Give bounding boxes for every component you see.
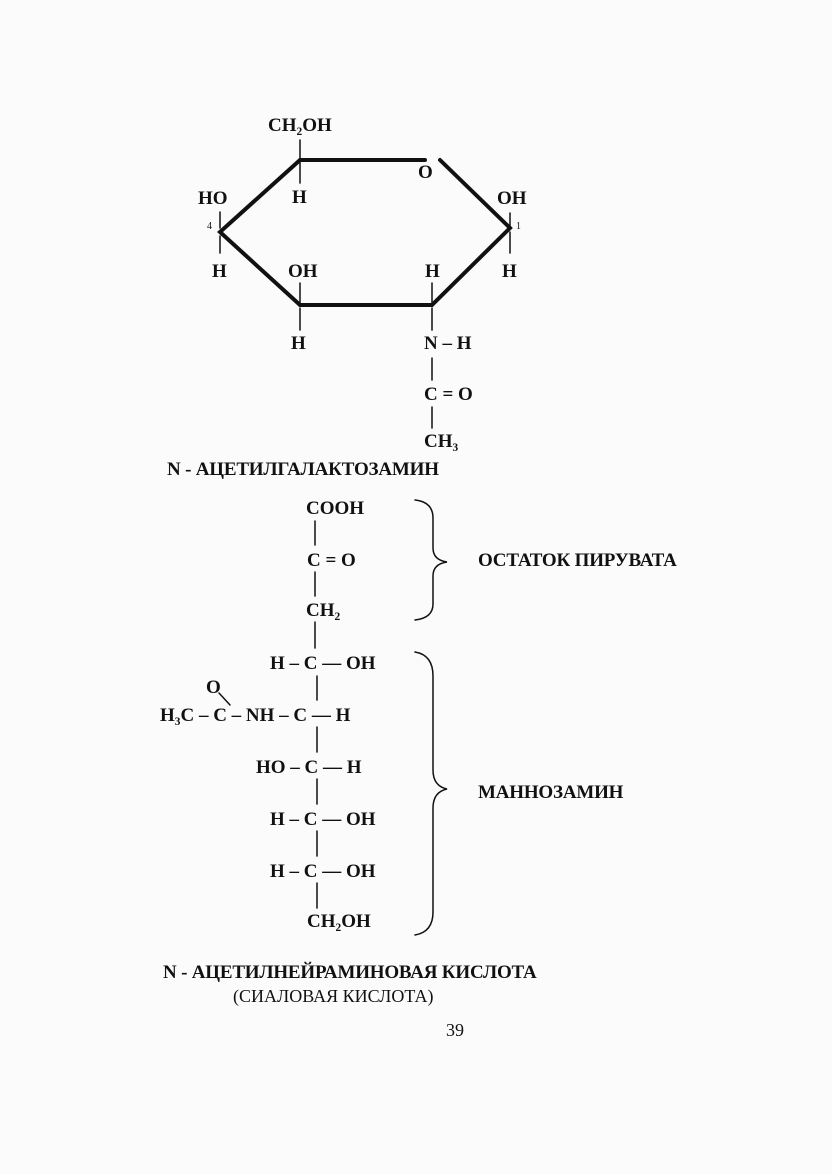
row3-label: HO – C — H [256, 757, 362, 778]
ring-bonds [217, 158, 513, 307]
c2-h-label: H [425, 261, 440, 282]
ch2-label: CH₂ [306, 600, 341, 621]
amide-nh-label: N – H [424, 333, 472, 354]
c4-h-label: H [212, 261, 227, 282]
c3-oh-label: OH [288, 261, 318, 282]
sialic-acid-subname: (СИАЛОВАЯ КИСЛОТА) [233, 986, 434, 1006]
row5-label: H – C — OH [270, 861, 376, 882]
brace-mannosamine [414, 651, 448, 936]
sialic-acid-name: N - АЦЕТИЛНЕЙРАМИНОВАЯ КИСЛОТА [163, 962, 537, 983]
c1-oh-label: OH [497, 188, 527, 209]
page-number: 39 [446, 1020, 464, 1040]
c4-ho-label: HO [198, 188, 228, 209]
ch2oh-label: CH₂OH [268, 115, 332, 136]
c5-h-label: H [292, 187, 307, 208]
row4-label: H – C — OH [270, 809, 376, 830]
amide-co-label: C = O [424, 384, 473, 405]
c4-number: 4 [207, 221, 212, 232]
mannosamine-label: МАННОЗАМИН [478, 782, 624, 803]
ch2oh-bottom-label: CH₂OH [307, 911, 371, 932]
c3-h-label: H [291, 333, 306, 354]
c1-h-label: H [502, 261, 517, 282]
c1-number: 1 [516, 221, 521, 232]
cooh-label: COOH [306, 498, 365, 519]
bond-acetyl-co [218, 692, 231, 706]
pyruvate-residue-label: ОСТАТОК ПИРУВАТА [478, 550, 677, 571]
acetyl-oxygen-label: O [206, 677, 221, 698]
brace-pyruvate [414, 499, 448, 621]
ring-oxygen-label: O [418, 162, 433, 183]
galactosamine-name: N - АЦЕТИЛГАЛАКТОЗАМИН [167, 459, 439, 480]
keto-label: C = O [307, 550, 356, 571]
amide-ch3-label: CH₃ [424, 431, 459, 452]
row2-label: H₃C – C – NH – C — H [160, 705, 351, 726]
row1-label: H – C — OH [270, 653, 376, 674]
